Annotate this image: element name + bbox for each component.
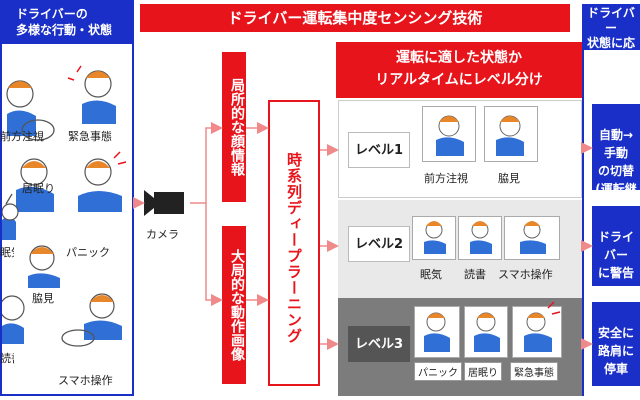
control-stop-line1: 安全に xyxy=(597,326,634,340)
driver-panic-illustration xyxy=(78,151,127,212)
label-smartphone: スマホ操作 xyxy=(58,374,113,387)
arrow-camera-to-global-motion xyxy=(205,203,223,306)
arrow-camera-to-local-face xyxy=(190,122,223,204)
driver-forward-gaze-illustration xyxy=(6,80,55,141)
vehicle-control-header-line1: ドライバー xyxy=(587,6,635,35)
control-stop-line2: 路肩に停車 xyxy=(597,344,634,376)
vehicle-control-header-line3: 車の制御 xyxy=(586,66,635,80)
driver-looking-aside-illustration xyxy=(28,245,60,288)
label-drowsy: 眠気 xyxy=(0,246,14,259)
driver-smartphone-illustration xyxy=(61,293,122,347)
label-looking-aside: 脇見 xyxy=(32,292,54,305)
level2-caption-drowsy: 眠気 xyxy=(420,268,442,281)
level-header-line1: 運転に適した状態か xyxy=(396,50,522,66)
driver-emergency-illustration xyxy=(67,65,116,124)
label-forward-gaze: 前方注視 xyxy=(0,130,44,143)
label-reading: 読書 xyxy=(0,352,14,365)
level1-label: レベル1 xyxy=(348,132,410,168)
driver-behaviors-header-line2: 多様な行動・状態 xyxy=(16,23,113,37)
label-dozing: 居眠り xyxy=(22,182,55,195)
label-emergency: 緊急事態 xyxy=(68,130,112,143)
level3-label: レベル3 xyxy=(348,326,410,362)
control-warn-line2: に警告 xyxy=(597,266,634,280)
driver-illustrations xyxy=(2,65,127,347)
local-face-info-box: 局所的な顔情報 xyxy=(222,52,246,202)
control-warn-driver-box: ドライバー に警告 xyxy=(592,206,640,286)
level-classification-header: 運転に適した状態か リアルタイムにレベル分け xyxy=(336,42,582,98)
level2-caption-reading: 読書 xyxy=(464,268,486,281)
level1-caption-forward-gaze: 前方注視 xyxy=(424,172,468,185)
camera-label: カメラ xyxy=(146,228,179,241)
level-thumbnail-drawings xyxy=(424,115,561,352)
driver-behaviors-header-line1: ドライバーの xyxy=(16,7,88,21)
control-switch-to-manual-box: 自動→手動 の切替 (運転継続) xyxy=(592,104,640,214)
control-switch-line1: 自動→手動 xyxy=(598,128,634,160)
global-motion-image-box: 大局的な動作画像 xyxy=(222,226,246,384)
level3-caption-panic: パニック xyxy=(414,362,462,381)
control-switch-line2: の切替 xyxy=(597,164,634,178)
level-header-line2: リアルタイムにレベル分け xyxy=(375,72,543,88)
control-safe-stop-box: 安全に 路肩に停車 xyxy=(592,302,640,386)
control-warn-line1: ドライバー xyxy=(597,230,634,262)
camera-icon xyxy=(144,190,184,216)
driver-drowsy-illustration xyxy=(2,203,19,240)
level3-caption-dozing: 居眠り xyxy=(464,362,502,381)
level3-caption-emergency: 緊急事態 xyxy=(510,362,558,381)
driver-reading-illustration xyxy=(2,295,25,344)
diagram-title: ドライバー運転集中度センシング技術 xyxy=(140,4,570,32)
vehicle-control-panel xyxy=(582,50,640,396)
driver-dozing-illustration xyxy=(5,158,54,212)
time-series-deep-learning-box: 時系列ディープラーニング xyxy=(268,100,320,386)
vehicle-control-header-line2: 状態に応じた xyxy=(586,36,635,65)
level2-label: レベル2 xyxy=(348,226,410,262)
level2-caption-smartphone: スマホ操作 xyxy=(498,268,553,281)
driver-behaviors-header: ドライバーの 多様な行動・状態 xyxy=(2,2,132,44)
label-panic: パニック xyxy=(66,246,110,259)
vehicle-control-header: ドライバー 状態に応じた 車の制御 xyxy=(582,4,640,80)
level1-caption-looking-aside: 脇見 xyxy=(498,172,520,185)
